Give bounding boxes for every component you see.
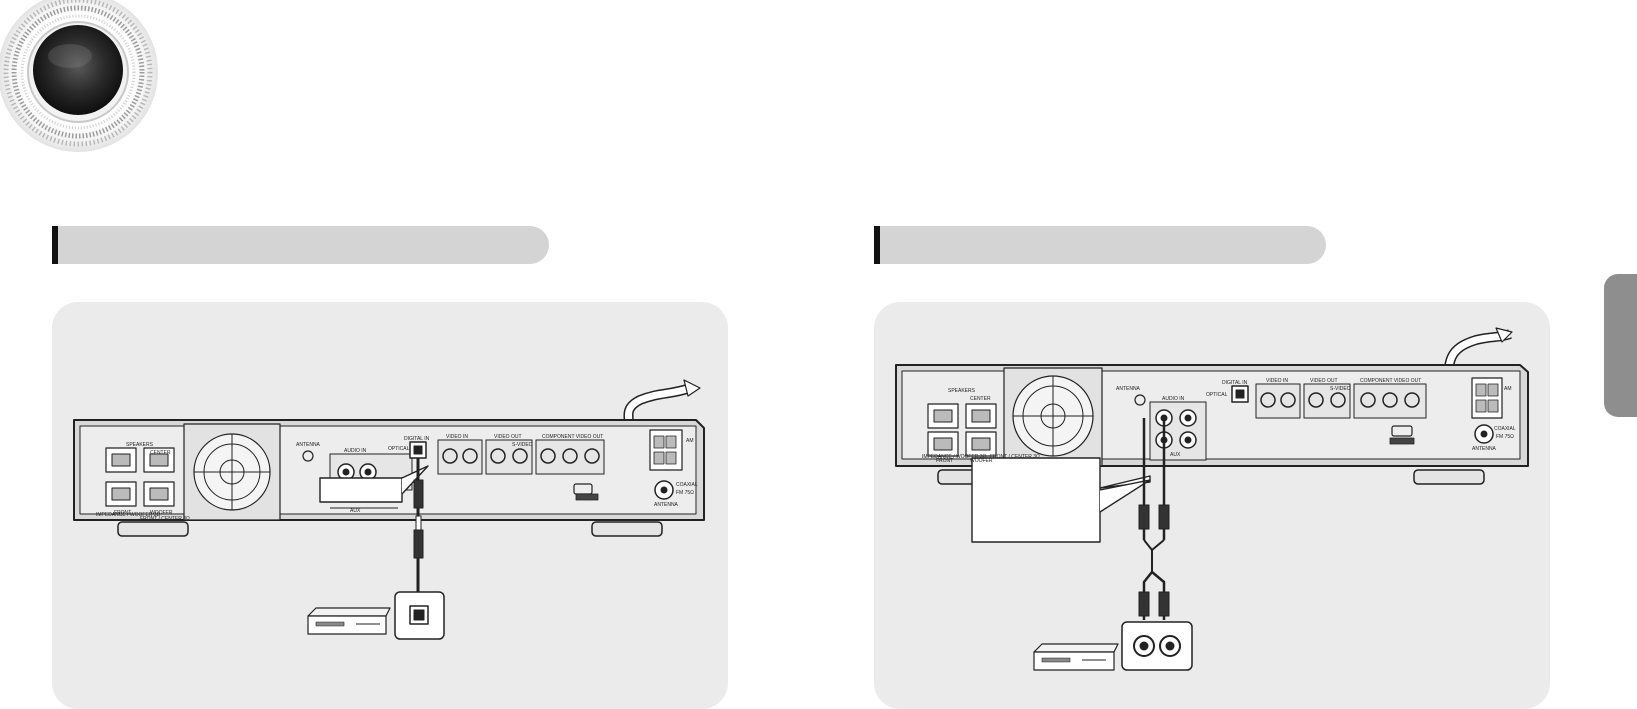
svg-text:FRONT: FRONT [936,458,953,464]
cooling-fan-icon [1012,375,1094,457]
svg-text:VIDEO IN: VIDEO IN [446,434,468,440]
svg-text:FM 75Ω: FM 75Ω [1496,434,1514,440]
svg-text:FRONT: FRONT [114,510,131,516]
svg-text:IMPEDANCE / WOOFER 3Ω: IMPEDANCE / WOOFER 3Ω [922,454,987,460]
cooling-fan-icon [193,433,271,511]
svg-text:VIDEO OUT: VIDEO OUT [1310,378,1338,384]
svg-text:FRONT / CENTER 3Ω: FRONT / CENTER 3Ω [140,516,190,522]
svg-text:VIDEO IN: VIDEO IN [1266,378,1288,384]
svg-text:VIDEO OUT: VIDEO OUT [494,434,522,440]
dvd-player-icon [307,607,391,635]
svg-text:ANTENNA: ANTENNA [1472,446,1497,452]
svg-text:SPEAKERS: SPEAKERS [948,388,976,394]
svg-text:AM: AM [686,438,694,444]
svg-text:COAXIAL: COAXIAL [1494,426,1516,432]
svg-text:FRONT / CENTER 3Ω: FRONT / CENTER 3Ω [990,454,1040,460]
right-section-header-bar [874,226,1326,264]
svg-text:SPEAKERS: SPEAKERS [126,442,154,448]
dvd-player-icon [1033,643,1119,671]
svg-text:S-VIDEO: S-VIDEO [1330,386,1351,392]
svg-text:COMPONENT VIDEO OUT: COMPONENT VIDEO OUT [1360,378,1421,384]
svg-text:AUDIO IN: AUDIO IN [344,448,367,454]
chapter-side-tab [1604,274,1637,417]
svg-text:AUX: AUX [350,508,361,514]
svg-text:ANTENNA: ANTENNA [1116,386,1141,392]
svg-text:AM: AM [1504,386,1512,392]
svg-text:WOOFER: WOOFER [150,510,173,516]
svg-text:DIGITAL IN: DIGITAL IN [404,436,430,442]
svg-text:IMPEDANCE / WOOFER 3Ω: IMPEDANCE / WOOFER 3Ω [96,512,161,518]
svg-text:ANTENNA: ANTENNA [296,442,321,448]
left-section-header-bar [52,226,549,264]
svg-text:S-VIDEO: S-VIDEO [512,442,533,448]
svg-text:CENTER: CENTER [150,450,171,456]
svg-text:COMPONENT VIDEO OUT: COMPONENT VIDEO OUT [542,434,603,440]
svg-text:COAXIAL: COAXIAL [676,482,698,488]
svg-text:AUDIO IN: AUDIO IN [1162,396,1185,402]
svg-text:AUX: AUX [1170,452,1181,458]
svg-text:OPTICAL: OPTICAL [1206,392,1228,398]
rca-jacks-icon [1121,621,1193,671]
svg-text:WOOFER: WOOFER [970,458,993,464]
svg-text:FM 75Ω: FM 75Ω [676,490,694,496]
svg-text:OPTICAL: OPTICAL [388,446,410,452]
speaker-cone-icon [0,0,158,152]
svg-text:DIGITAL IN: DIGITAL IN [1222,380,1248,386]
svg-text:CENTER: CENTER [970,396,991,402]
svg-text:ANTENNA: ANTENNA [654,502,679,508]
